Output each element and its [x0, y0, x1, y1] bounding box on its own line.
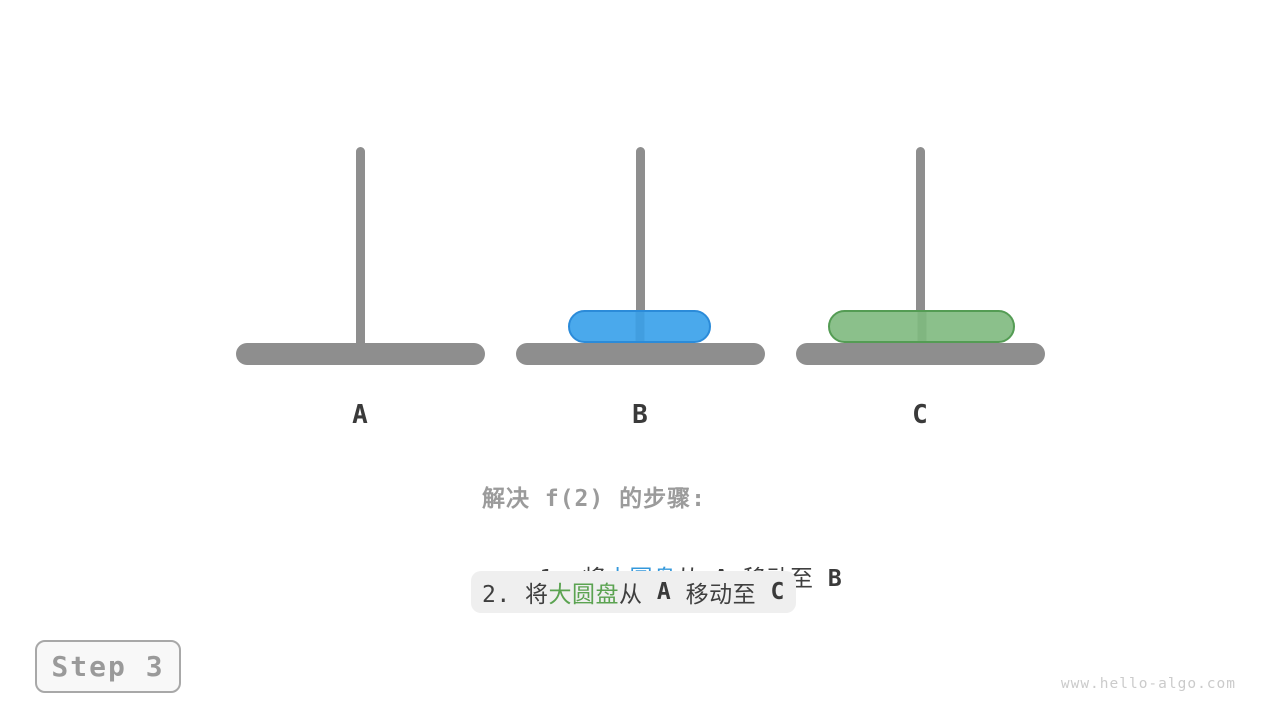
big-disk	[828, 310, 1015, 343]
peg-b-pole	[636, 147, 645, 354]
peg-b-label: B	[632, 400, 648, 430]
step-2-from-peg: A	[656, 579, 672, 605]
small-disk	[568, 310, 711, 343]
peg-a-label: A	[352, 400, 368, 430]
peg-c-pole	[916, 147, 925, 354]
step-2-mid: 从	[619, 582, 657, 608]
instructions-title: 解决 f(2) 的步骤:	[482, 486, 706, 512]
peg-c-base	[796, 343, 1045, 365]
small-disk-pole-stripe	[635, 312, 644, 341]
step-2-to-peg: C	[770, 579, 785, 605]
step-2-big-disk-ref: 大圆盘	[548, 582, 620, 608]
step-1-to-peg: B	[827, 566, 843, 592]
big-disk-pole-stripe	[917, 312, 926, 341]
watermark: www.hello-algo.com	[1060, 676, 1236, 692]
peg-a-base	[236, 343, 485, 365]
step-badge-label: Step 3	[51, 650, 165, 683]
step-2-move-text: 移动至	[671, 582, 771, 608]
step-2-prefix: 2. 将	[482, 582, 549, 608]
peg-a-pole	[356, 147, 365, 354]
peg-c-label: C	[912, 400, 928, 430]
step-2-line-highlighted: 2. 将大圆盘从 A 移动至 C	[471, 571, 796, 613]
peg-b-base	[516, 343, 765, 365]
step-badge: Step 3	[35, 640, 181, 693]
